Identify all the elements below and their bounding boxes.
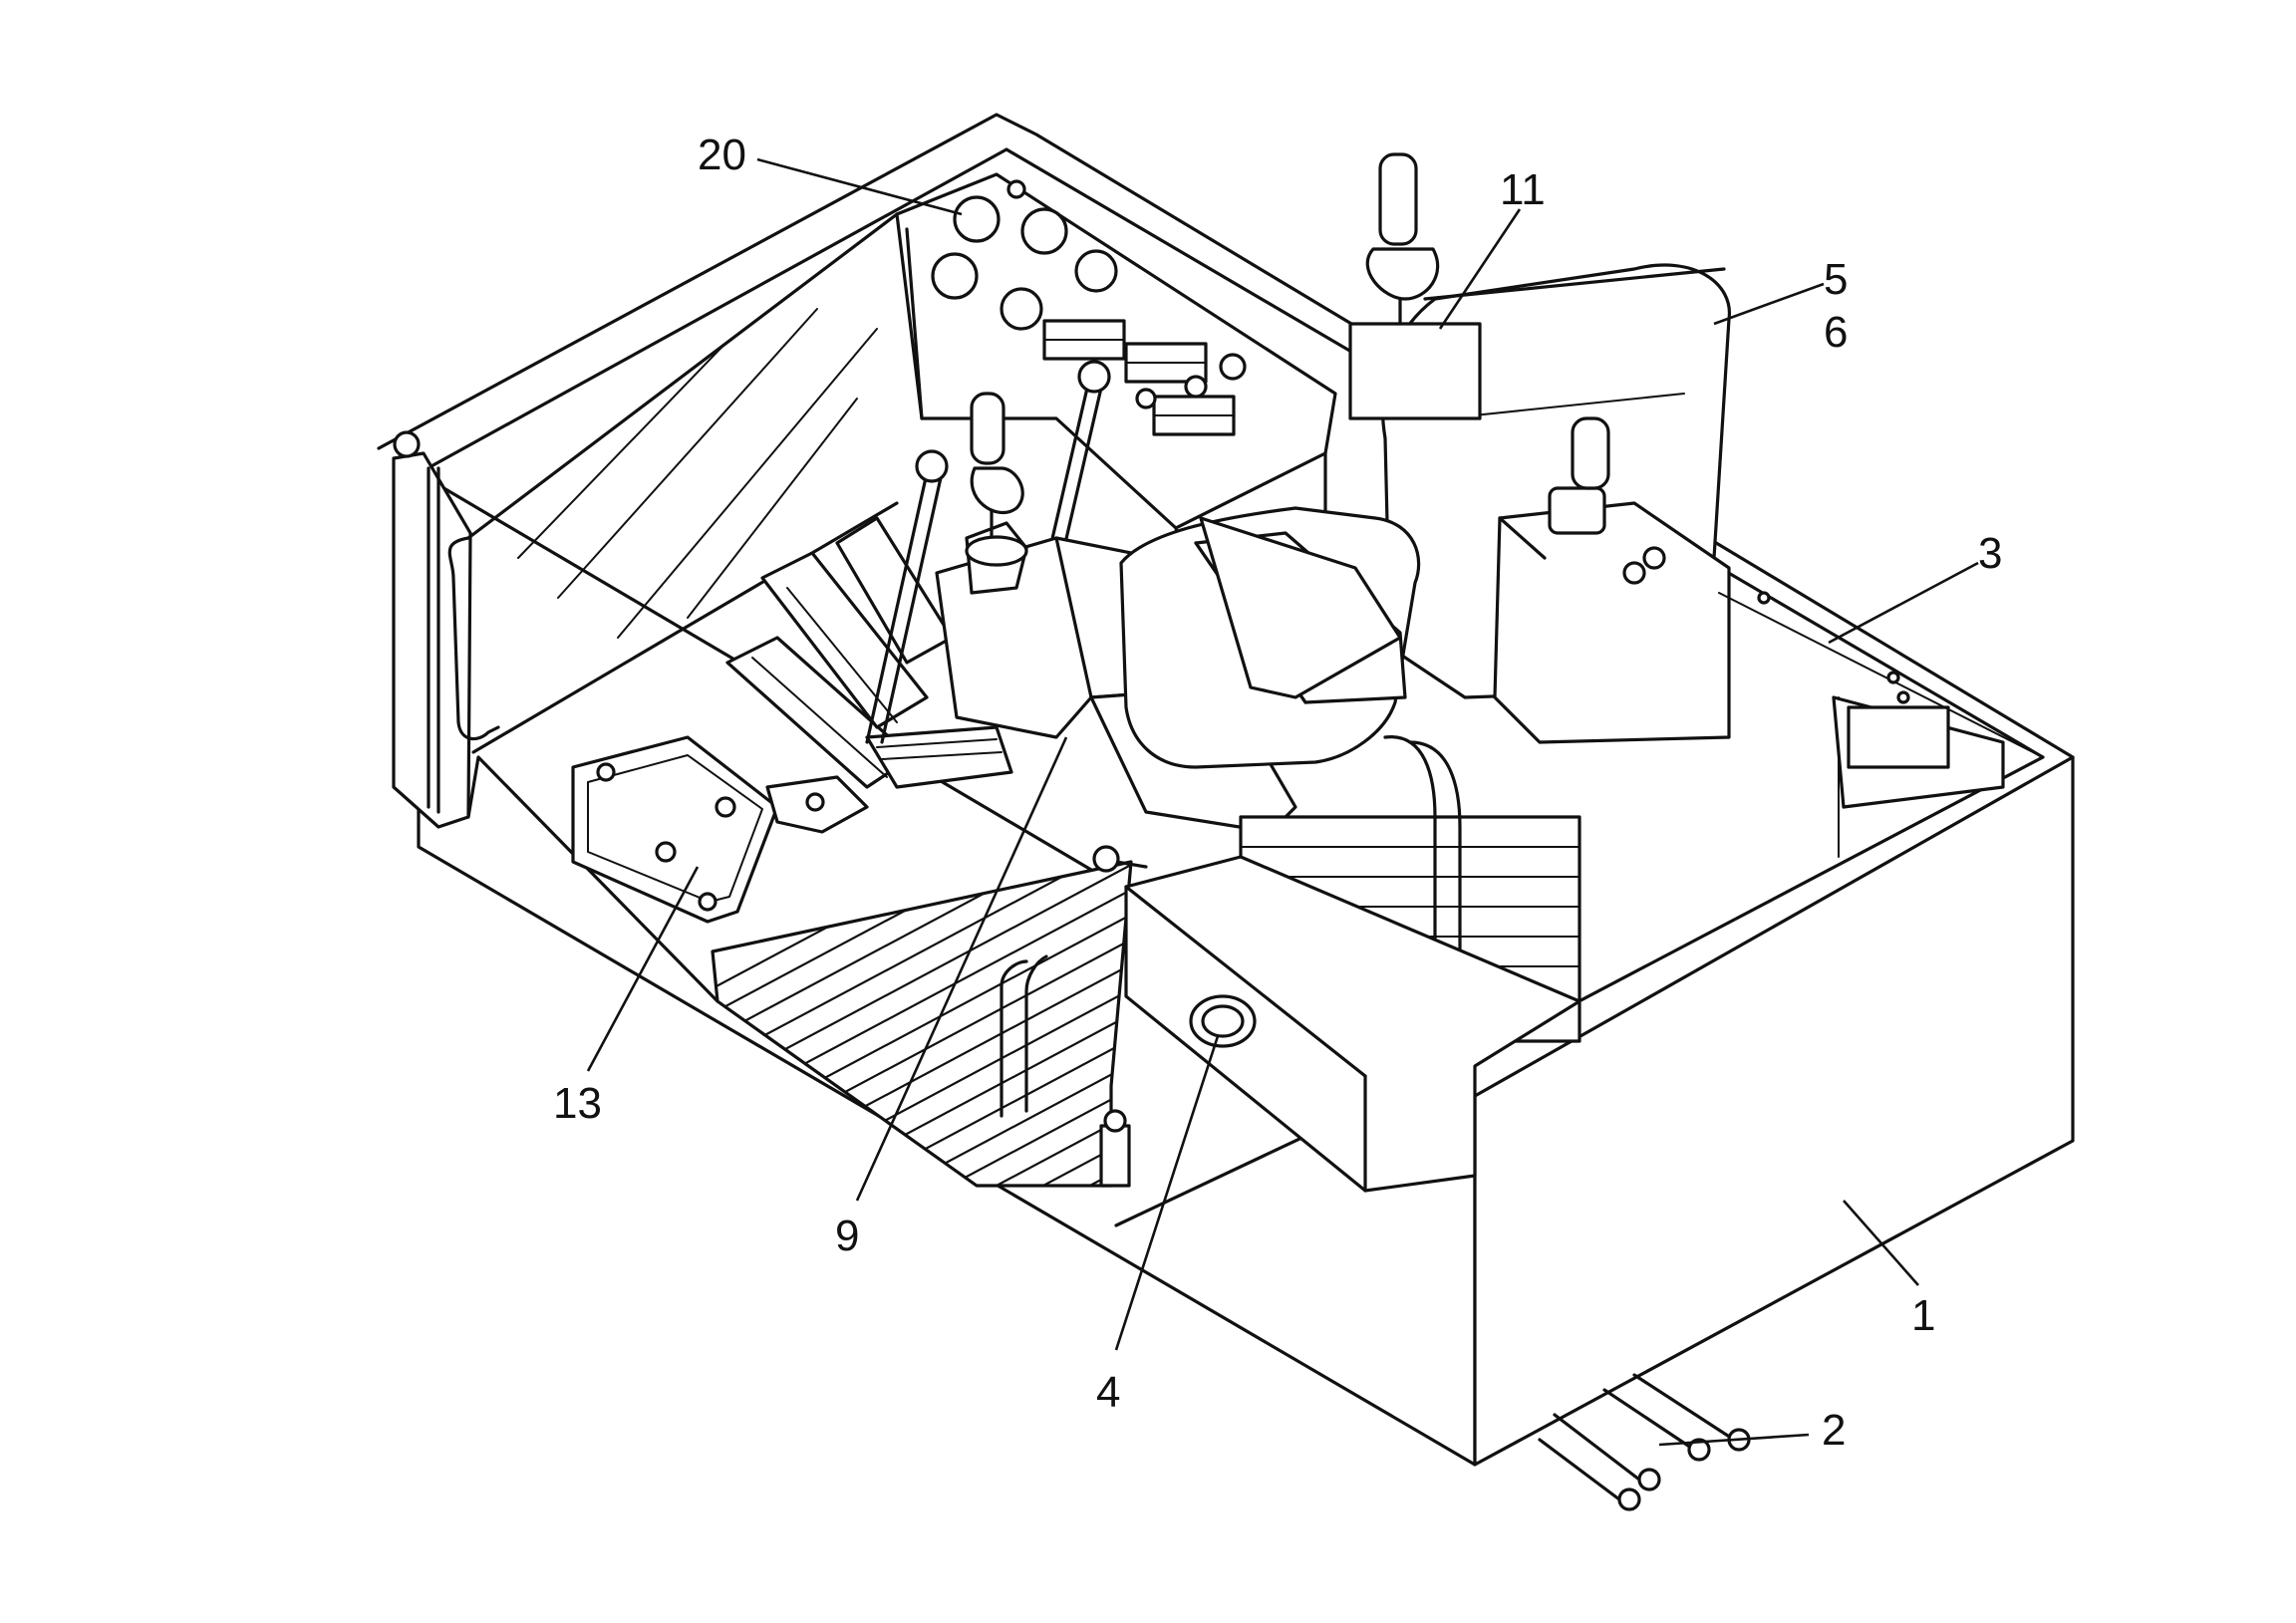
leader-13	[586, 866, 700, 1072]
callout-3: 3	[1978, 529, 2002, 578]
foot-plate	[571, 735, 779, 924]
callout-5: 5	[1824, 255, 1848, 304]
leader-5	[1713, 282, 1825, 326]
storage-box	[1718, 591, 2044, 809]
leader-9	[855, 736, 1068, 1202]
callout-6: 6	[1824, 308, 1848, 357]
callout-9: 9	[835, 1212, 859, 1260]
callout-4: 4	[1096, 1368, 1120, 1417]
callout-11: 11	[1500, 165, 1546, 214]
callout-1: 1	[1911, 1291, 1935, 1340]
callout-20: 20	[698, 131, 746, 179]
leader-11	[1438, 208, 1522, 330]
callout-2: 2	[1822, 1406, 1846, 1455]
leader-4	[1114, 1035, 1220, 1351]
lower-cabinet	[1124, 855, 1581, 1193]
levers	[865, 360, 1148, 873]
callout-13: 13	[553, 1079, 602, 1128]
callout-labels: 20 11 5 6 3 13 9 4 1 2	[553, 131, 2002, 1455]
leader-1	[1843, 1200, 1919, 1286]
leader-20	[756, 157, 963, 216]
right-joystick-console	[1348, 152, 1731, 744]
leader-3	[1828, 561, 1979, 645]
leader-2	[1658, 1433, 1810, 1447]
side-window	[392, 212, 899, 829]
leader-lines	[586, 157, 1979, 1447]
pedals	[725, 516, 1013, 834]
